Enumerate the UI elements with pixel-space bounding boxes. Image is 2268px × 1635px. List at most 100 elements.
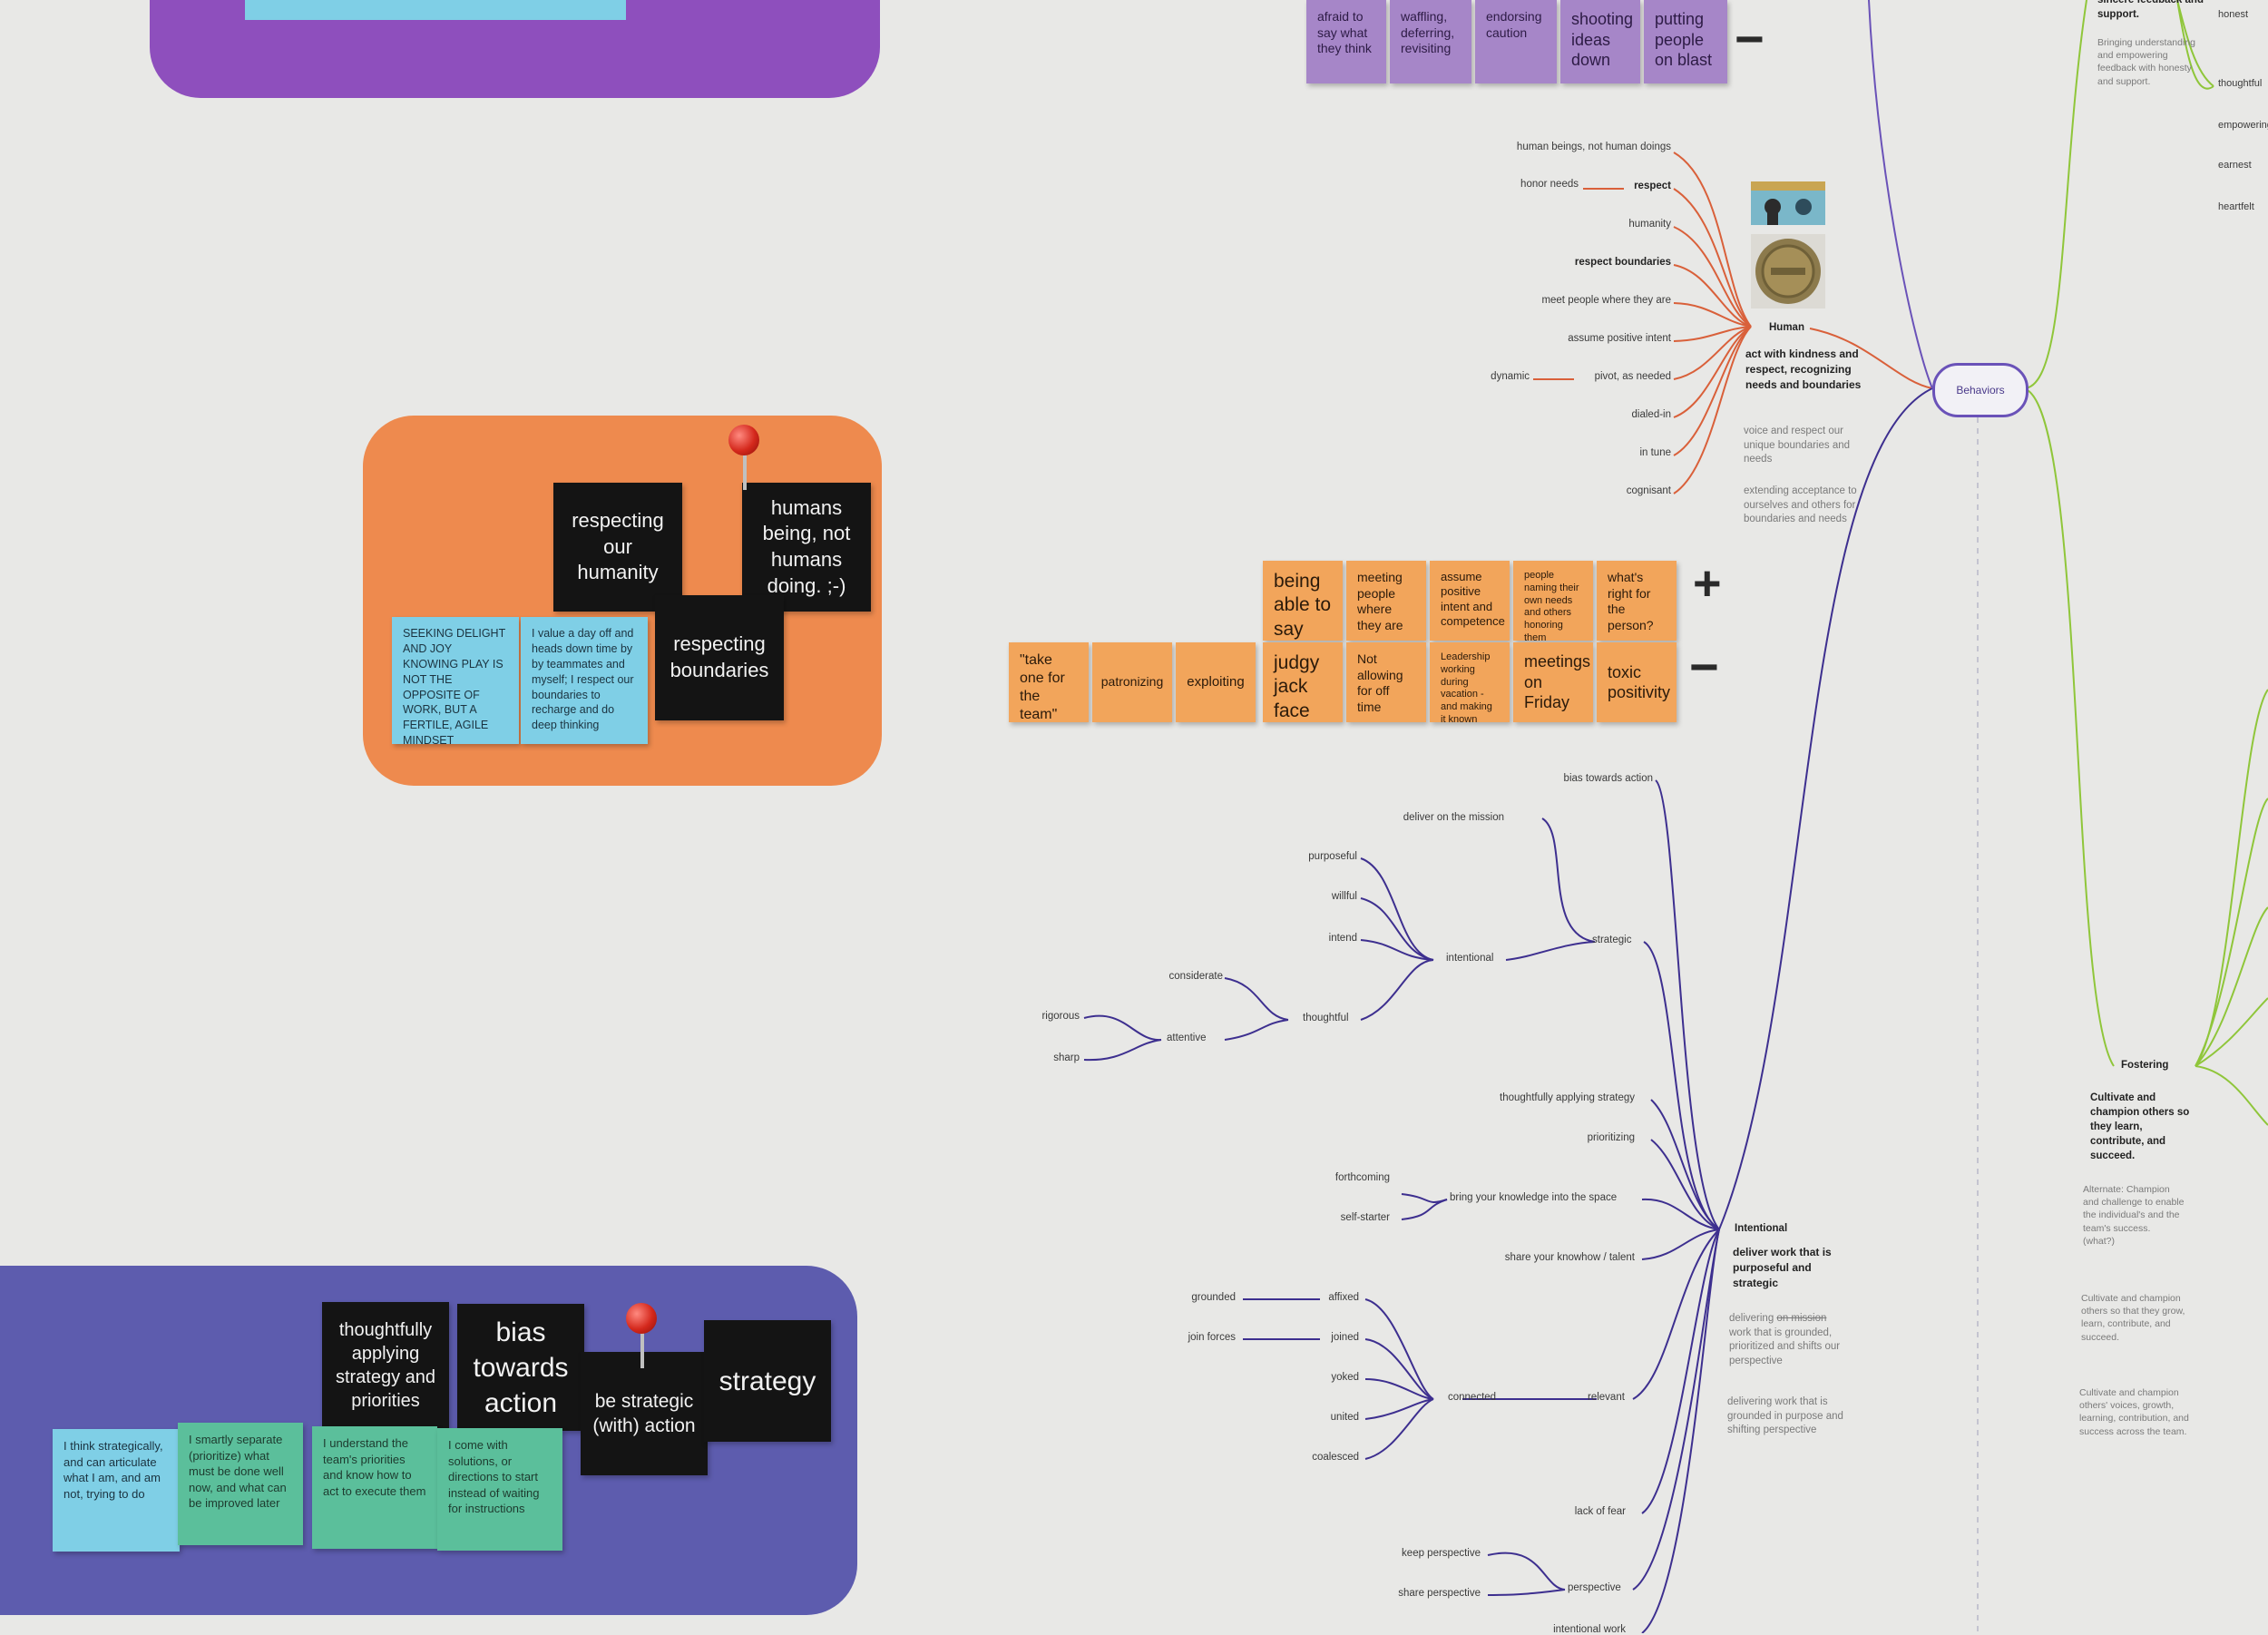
node-willful[interactable]: willful [1331,891,1357,902]
node-joined[interactable]: joined [1331,1332,1359,1343]
node-yoked[interactable]: yoked [1331,1372,1359,1383]
orange-sticky-say-no[interactable]: being able to say 'no' [1263,561,1343,641]
orange-sticky-whats-right[interactable]: what's right for the person? [1597,561,1677,641]
node-sharp[interactable]: sharp [1053,1052,1080,1063]
red-pushpin-icon[interactable] [626,1303,657,1334]
plus-symbol: + [1693,556,1722,611]
human-description-2: extending acceptance to ourselves and ot… [1744,485,1857,525]
node-deliver-on-mission[interactable]: deliver on the mission [1403,812,1504,823]
purple-sticky-waffling[interactable]: waffling, deferring, revisiting [1390,0,1471,83]
node-meet-people[interactable]: meet people where they are [1541,295,1671,306]
sticky-respecting-humanity[interactable]: respecting our humanity [553,483,682,612]
respect-image-thumbnail[interactable] [1751,181,1825,225]
node-affixed[interactable]: affixed [1328,1292,1359,1303]
sticky-thoughtfully-applying[interactable]: thoughtfully applying strategy and prior… [322,1302,449,1429]
node-intentional-work[interactable]: intentional work [1553,1624,1626,1635]
sticky-text: "take one for the team" [1020,652,1065,722]
node-pivot[interactable]: pivot, as needed [1594,371,1671,382]
intentional-title[interactable]: Intentional [1735,1223,1788,1234]
node-respect-boundaries[interactable]: respect boundaries [1574,257,1671,268]
node-relevant[interactable]: relevant [1588,1392,1625,1403]
node-self-starter[interactable]: self-starter [1340,1212,1390,1223]
node-purposeful[interactable]: purposeful [1308,851,1357,862]
node-connected[interactable]: connected [1448,1392,1497,1403]
cyan-sticky-delight[interactable]: SEEKING DELIGHT AND JOY KNOWING PLAY IS … [392,617,519,744]
node-forthcoming[interactable]: forthcoming [1334,1172,1390,1183]
orange-sticky-assume-positive[interactable]: assume positive intent and competence [1430,561,1510,641]
sticky-be-strategic[interactable]: be strategic (with) action [581,1352,708,1475]
node-human-beings[interactable]: human beings, not human doings [1516,142,1671,152]
orange-sticky-take-one[interactable]: "take one for the team" [1009,642,1089,722]
sticky-bias-towards-action[interactable]: bias towards action [457,1304,584,1431]
leaf-thoughtful[interactable]: thoughtful [2218,78,2263,89]
cyan-sticky-think-strategically[interactable]: I think strategically, and can articulat… [53,1429,180,1552]
node-bias-towards-action[interactable]: bias towards action [1563,773,1653,784]
sticky-text: waffling, deferring, revisiting [1401,9,1455,55]
orange-sticky-judgy[interactable]: judgy jack face [1263,642,1343,722]
node-keep-perspective[interactable]: keep perspective [1402,1548,1481,1559]
leaf-earnest[interactable]: earnest [2218,160,2252,171]
sticky-respecting-boundaries[interactable]: respecting boundaries [655,595,784,720]
leaf-empowering[interactable]: empowering [2218,120,2268,131]
leaf-heartfelt[interactable]: heartfelt [2218,201,2254,212]
node-united[interactable]: united [1330,1412,1359,1423]
fostering-description-2: Cultivate and champion others so that th… [2081,1293,2185,1343]
sticky-strategy[interactable]: strategy [704,1320,831,1442]
node-thoughtfully-applying[interactable]: thoughtfully applying strategy [1500,1092,1635,1103]
node-honor-needs[interactable]: honor needs [1520,179,1579,190]
node-assume-positive-intent[interactable]: assume positive intent [1568,333,1671,344]
teal-sticky-team-priorities[interactable]: I understand the team's priorities and k… [312,1426,437,1549]
node-intend[interactable]: intend [1328,933,1357,944]
node-in-tune[interactable]: in tune [1639,447,1671,458]
behaviors-root-node[interactable]: Behaviors [1932,363,2028,417]
node-considerate[interactable]: considerate [1168,971,1223,982]
node-coalesced[interactable]: coalesced [1312,1452,1359,1463]
respect-coin-image[interactable] [1751,234,1825,308]
sticky-text: endorsing caution [1486,9,1542,40]
sticky-humans-being[interactable]: humans being, not humans doing. ;-) [742,483,871,612]
purple-sticky-afraid[interactable]: afraid to say what they think [1306,0,1386,83]
orange-sticky-meetings-friday[interactable]: meetings on Friday [1513,642,1593,722]
fostering-title[interactable]: Fostering [2121,1060,2169,1071]
node-share-knowhow[interactable]: share your knowhow / talent [1504,1252,1635,1263]
human-title[interactable]: Human [1769,322,1804,333]
cyan-sticky-day-off[interactable]: I value a day off and heads down time by… [521,617,648,744]
node-strategic[interactable]: strategic [1592,935,1632,945]
orange-sticky-off-time[interactable]: Not allowing for off time [1346,642,1426,722]
purple-sticky-endorsing[interactable]: endorsing caution [1475,0,1557,83]
teal-sticky-separate[interactable]: I smartly separate (prioritize) what mus… [178,1423,303,1545]
node-grounded[interactable]: grounded [1191,1292,1236,1303]
leaf-honest[interactable]: honest [2218,9,2249,20]
node-join-forces[interactable]: join forces [1188,1332,1236,1343]
node-respect[interactable]: respect [1634,181,1671,191]
node-bring-knowledge[interactable]: bring your knowledge into the space [1450,1192,1618,1203]
purple-sticky-putting[interactable]: putting people on blast [1644,0,1727,83]
orange-sticky-naming-needs[interactable]: people naming their own needs and others… [1513,561,1593,641]
sticky-text: being able to say 'no' [1274,571,1332,640]
node-rigorous[interactable]: rigorous [1041,1011,1080,1022]
orange-sticky-meeting-people[interactable]: meeting people where they are [1346,561,1426,641]
top-right-description: Bringing understanding and empowering fe… [2097,37,2195,87]
orange-sticky-leadership-vacation[interactable]: Leadership working during vacation - and… [1430,642,1510,722]
node-prioritizing[interactable]: prioritizing [1587,1132,1635,1143]
sticky-text: I smartly separate (prioritize) what mus… [189,1433,287,1511]
fostering-alternate: Alternate: Champion and challenge to ena… [2083,1184,2185,1247]
node-attentive[interactable]: attentive [1167,1033,1207,1043]
node-share-perspective[interactable]: share perspective [1398,1588,1481,1599]
node-perspective[interactable]: perspective [1568,1582,1621,1593]
orange-sticky-patronizing[interactable]: patronizing [1092,642,1172,722]
node-dynamic[interactable]: dynamic [1491,371,1530,382]
sticky-text: meetings on Friday [1524,652,1591,711]
node-cognisant[interactable]: cognisant [1626,485,1671,496]
node-lack-of-fear[interactable]: lack of fear [1574,1506,1626,1517]
orange-sticky-exploiting[interactable]: exploiting [1176,642,1256,722]
teal-sticky-solutions[interactable]: I come with solutions, or directions to … [437,1428,562,1551]
red-pushpin-icon[interactable] [728,425,759,455]
orange-sticky-toxic-positivity[interactable]: toxic positivity [1597,642,1677,722]
node-intentional[interactable]: intentional [1446,953,1494,964]
node-humanity[interactable]: humanity [1628,219,1671,230]
purple-sticky-shooting[interactable]: shooting ideas down [1560,0,1640,83]
node-dialed-in[interactable]: dialed-in [1631,409,1671,420]
node-thoughtful[interactable]: thoughtful [1303,1013,1349,1023]
